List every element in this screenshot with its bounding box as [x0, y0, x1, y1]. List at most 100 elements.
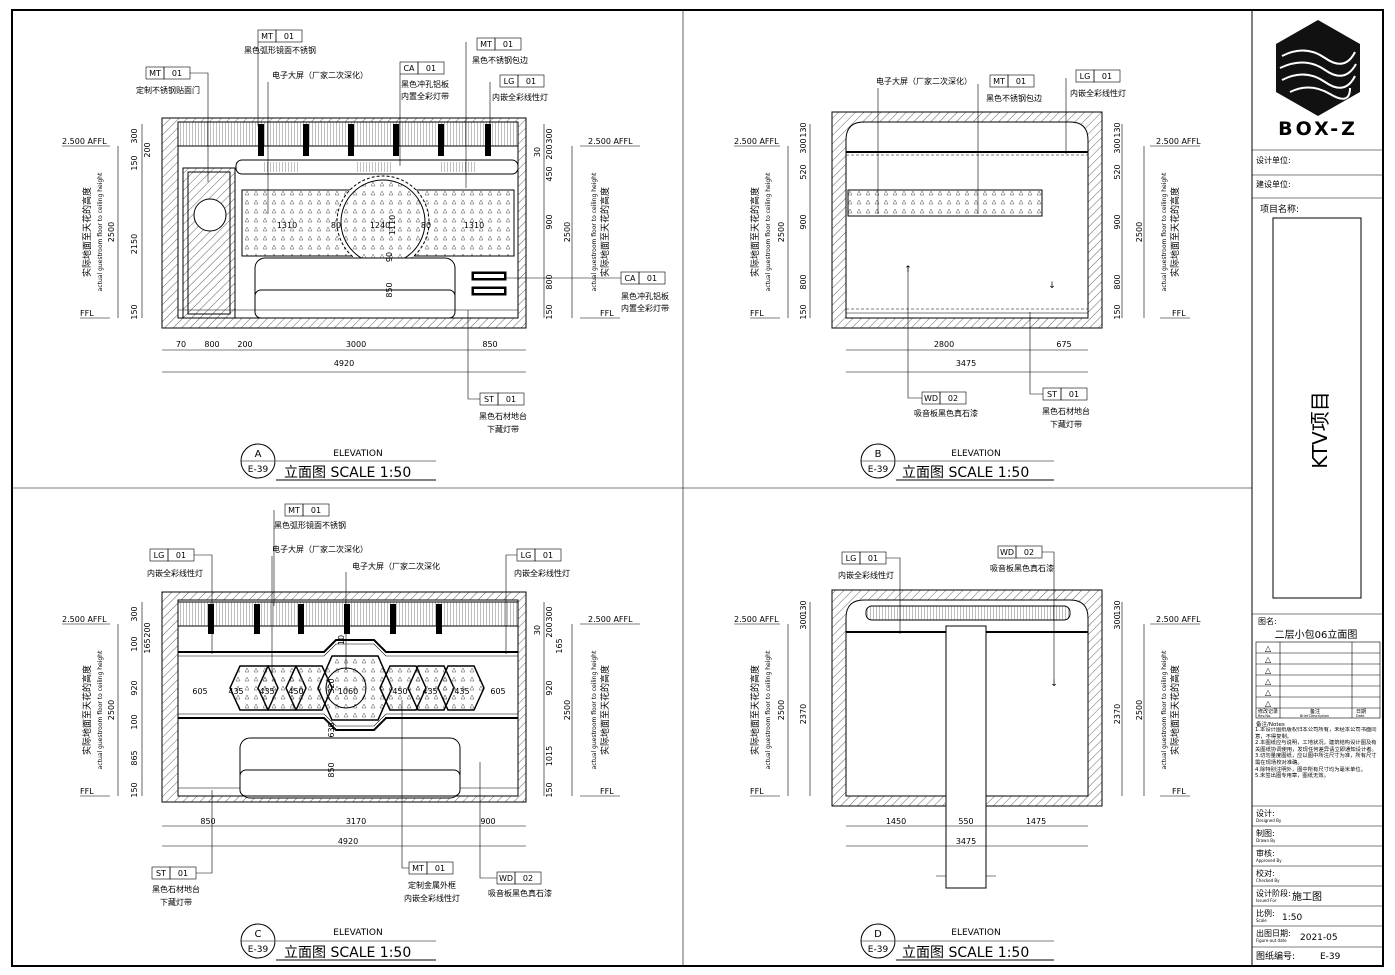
- revision-table: △ △ △ △ △ △ 修改记录 备注 日期 Rev.No. Brief Des…: [1255, 641, 1381, 719]
- svg-text:Checked By: Checked By: [1256, 878, 1280, 883]
- svg-text:实际地面至天花的高度: 实际地面至天花的高度: [749, 665, 761, 755]
- svg-text:黑色弧形镜面不锈钢: 黑色弧形镜面不锈钢: [244, 45, 316, 55]
- svg-text:435: 435: [259, 687, 274, 696]
- svg-text:吸音板黑色真石漆: 吸音板黑色真石漆: [488, 888, 552, 898]
- svg-text:01: 01: [1069, 390, 1079, 399]
- svg-text:MT: MT: [288, 506, 300, 515]
- svg-text:Designed By: Designed By: [1256, 818, 1282, 823]
- svg-text:2500: 2500: [107, 222, 116, 242]
- screen-panel: [847, 189, 1043, 217]
- svg-text:200: 200: [237, 340, 252, 349]
- ceiling-vent: [865, 605, 1071, 621]
- svg-text:2500: 2500: [777, 222, 786, 242]
- svg-text:ST: ST: [156, 869, 166, 878]
- svg-text:内置全彩灯带: 内置全彩灯带: [401, 91, 449, 101]
- notes-title: 备注/Notes: [1256, 720, 1285, 728]
- svg-text:↓: ↓: [1050, 679, 1058, 689]
- svg-text:300: 300: [1113, 614, 1122, 629]
- svg-text:E-39: E-39: [248, 945, 269, 955]
- svg-text:130: 130: [799, 600, 808, 615]
- svg-text:FFL: FFL: [750, 787, 764, 796]
- svg-text:300: 300: [799, 138, 808, 153]
- svg-text:Drawn By: Drawn By: [1256, 838, 1276, 843]
- svg-text:实际地面至天花的高度: 实际地面至天花的高度: [599, 187, 611, 277]
- drawing-name-label: 图名:: [1258, 616, 1277, 626]
- elevation-d: ↓ 2.500 AFFL FFL 2.500 AFFL FFL 实际地面至天花的…: [734, 545, 1201, 961]
- svg-text:01: 01: [284, 32, 294, 41]
- svg-text:实际地面至天花的高度: 实际地面至天花的高度: [81, 187, 93, 277]
- svg-text:MT: MT: [993, 77, 1005, 86]
- svg-text:920: 920: [130, 680, 139, 695]
- svg-text:100: 100: [130, 714, 139, 729]
- svg-text:675: 675: [1056, 340, 1071, 349]
- hex-screens: [229, 655, 485, 721]
- svg-text:ELEVATION: ELEVATION: [951, 928, 1000, 938]
- svg-text:850: 850: [200, 817, 215, 826]
- svg-text:FFL: FFL: [600, 787, 614, 796]
- svg-text:800: 800: [799, 274, 808, 289]
- svg-text:01: 01: [311, 506, 321, 515]
- svg-text:80: 80: [421, 221, 431, 230]
- svg-text:Date: Date: [1356, 714, 1364, 718]
- svg-text:WD: WD: [1000, 548, 1014, 557]
- svg-text:300: 300: [545, 128, 554, 143]
- svg-text:435: 435: [422, 687, 437, 696]
- svg-text:内嵌全彩线性灯: 内嵌全彩线性灯: [147, 568, 203, 578]
- tag-a-6: CA 01 黑色冲孔铝板 内置全彩灯带: [506, 271, 669, 313]
- caption-b: B E-39 ELEVATION 立面图 SCALE 1:50: [860, 443, 1054, 481]
- svg-text:Approved By: Approved By: [1256, 858, 1282, 863]
- svg-text:吸音板黑色真石漆: 吸音板黑色真石漆: [914, 408, 978, 418]
- svg-text:900: 900: [799, 214, 808, 229]
- svg-text:900: 900: [545, 214, 554, 229]
- svg-text:2500: 2500: [1135, 222, 1144, 242]
- svg-text:01: 01: [868, 554, 878, 563]
- svg-text:01: 01: [435, 864, 445, 873]
- tag-c-5: MT 01 定制金属外框 内嵌全彩线性灯: [401, 700, 460, 903]
- svg-text:01: 01: [647, 274, 657, 283]
- svg-text:800: 800: [545, 274, 554, 289]
- svg-text:actual guestroom floor to ceil: actual guestroom floor to ceiling height: [1161, 172, 1168, 291]
- svg-text:E-39: E-39: [868, 465, 889, 475]
- svg-text:520: 520: [799, 164, 808, 179]
- stage-label: 设计阶段:: [1256, 888, 1291, 898]
- tag-c-2: LG 01 内嵌全彩线性灯: [147, 548, 213, 654]
- svg-text:吸音板黑色真石漆: 吸音板黑色真石漆: [990, 563, 1054, 573]
- svg-text:A: A: [255, 449, 262, 460]
- svg-text:300: 300: [130, 128, 139, 143]
- approved-label: 审核:: [1256, 848, 1275, 858]
- svg-text:900: 900: [480, 817, 495, 826]
- svg-text:LG: LG: [521, 551, 532, 560]
- svg-text:450: 450: [288, 687, 303, 696]
- svg-text:黑色石材地台: 黑色石材地台: [1042, 406, 1090, 416]
- door-opening: [945, 625, 987, 889]
- svg-text:△: △: [1265, 688, 1272, 697]
- caption-d: D E-39 ELEVATION 立面图 SCALE 1:50: [860, 923, 1054, 961]
- svg-text:520: 520: [1113, 164, 1122, 179]
- tag-b-3: WD 02 吸音板黑色真石漆: [907, 266, 978, 418]
- svg-text:LG: LG: [154, 551, 165, 560]
- svg-text:LG: LG: [1080, 72, 1091, 81]
- svg-text:200: 200: [143, 622, 152, 637]
- svg-text:定制不锈钢贴面门: 定制不锈钢贴面门: [136, 85, 200, 95]
- svg-text:630: 630: [327, 722, 336, 737]
- rev-col-remark: 备注: [1310, 708, 1320, 715]
- logo-text: BOX-Z: [1278, 118, 1358, 140]
- ffl-label-left: FFL: [80, 309, 94, 318]
- svg-text:ST: ST: [1047, 390, 1057, 399]
- svg-text:150: 150: [799, 304, 808, 319]
- svg-text:3000: 3000: [346, 340, 366, 349]
- svg-text:实际地面至天花的高度: 实际地面至天花的高度: [81, 665, 93, 755]
- svg-text:CA: CA: [624, 274, 636, 283]
- svg-text:850: 850: [385, 282, 394, 297]
- svg-text:01: 01: [526, 77, 536, 86]
- svg-text:2.500 AFFL: 2.500 AFFL: [734, 615, 779, 624]
- svg-text:30: 30: [533, 147, 542, 157]
- tag-c-4: ST 01 黑色石材地台 下藏灯带: [151, 790, 213, 907]
- svg-text:ST: ST: [484, 395, 494, 404]
- sheet-no-value: E-39: [1320, 952, 1341, 962]
- svg-text:内嵌全彩线性灯: 内嵌全彩线性灯: [404, 893, 460, 903]
- svg-text:内嵌全彩线性灯: 内嵌全彩线性灯: [1070, 88, 1126, 98]
- svg-text:FFL: FFL: [1172, 787, 1186, 796]
- svg-text:下藏灯带: 下藏灯带: [160, 897, 192, 907]
- tag-a-5: LG 01 内嵌全彩线性灯: [489, 74, 548, 130]
